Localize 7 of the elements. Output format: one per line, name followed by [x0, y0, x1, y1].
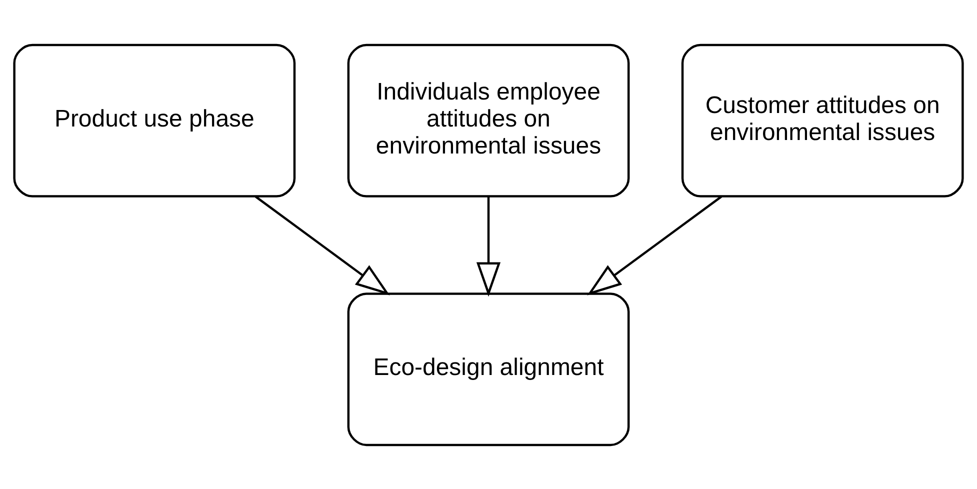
arrow — [476, 196, 501, 296]
arrow — [587, 195, 722, 295]
node-box: Product use phase — [13, 43, 296, 197]
node-box: Customer attitudes on environmental issues — [681, 43, 964, 197]
arrow — [254, 195, 390, 295]
node-box: Individuals employee attitudes on environmental issues — [347, 43, 630, 197]
node-box: Eco-design alignment — [347, 292, 630, 446]
